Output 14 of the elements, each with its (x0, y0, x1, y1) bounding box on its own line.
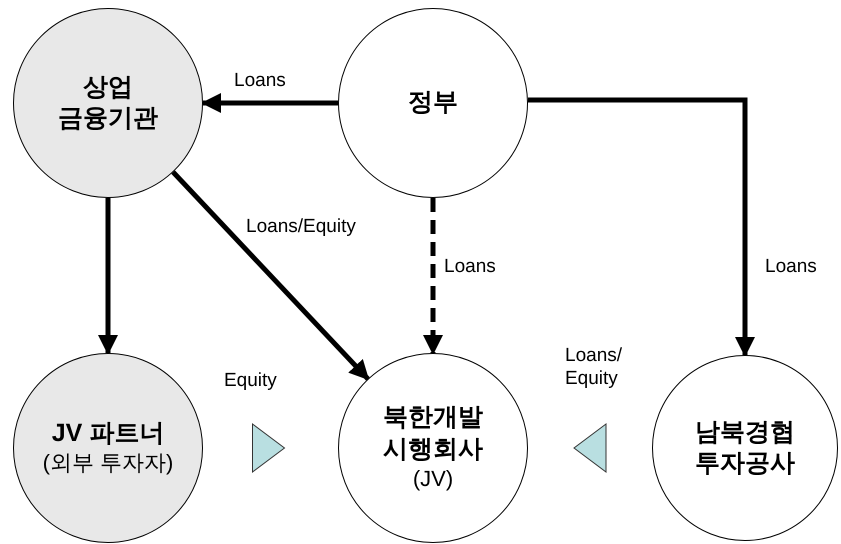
node-subtitle: (외부 투자자) (42, 449, 174, 478)
arrow (171, 170, 370, 381)
node-title: JV 파트너 (52, 418, 164, 450)
node-subtitle: (JV) (412, 464, 454, 493)
arrow (528, 98, 755, 357)
arrow (423, 198, 443, 355)
node-title: 남북경협 투자공사 (694, 416, 796, 479)
node-title: 정부 (408, 87, 458, 118)
node-title: 상업 금융기관 (57, 72, 159, 134)
node-title: 북한개발 시행회사 (382, 402, 484, 465)
triangle-arrow (252, 423, 286, 473)
triangle-arrow (573, 423, 606, 473)
arrow (98, 198, 118, 355)
arrow (201, 93, 338, 113)
